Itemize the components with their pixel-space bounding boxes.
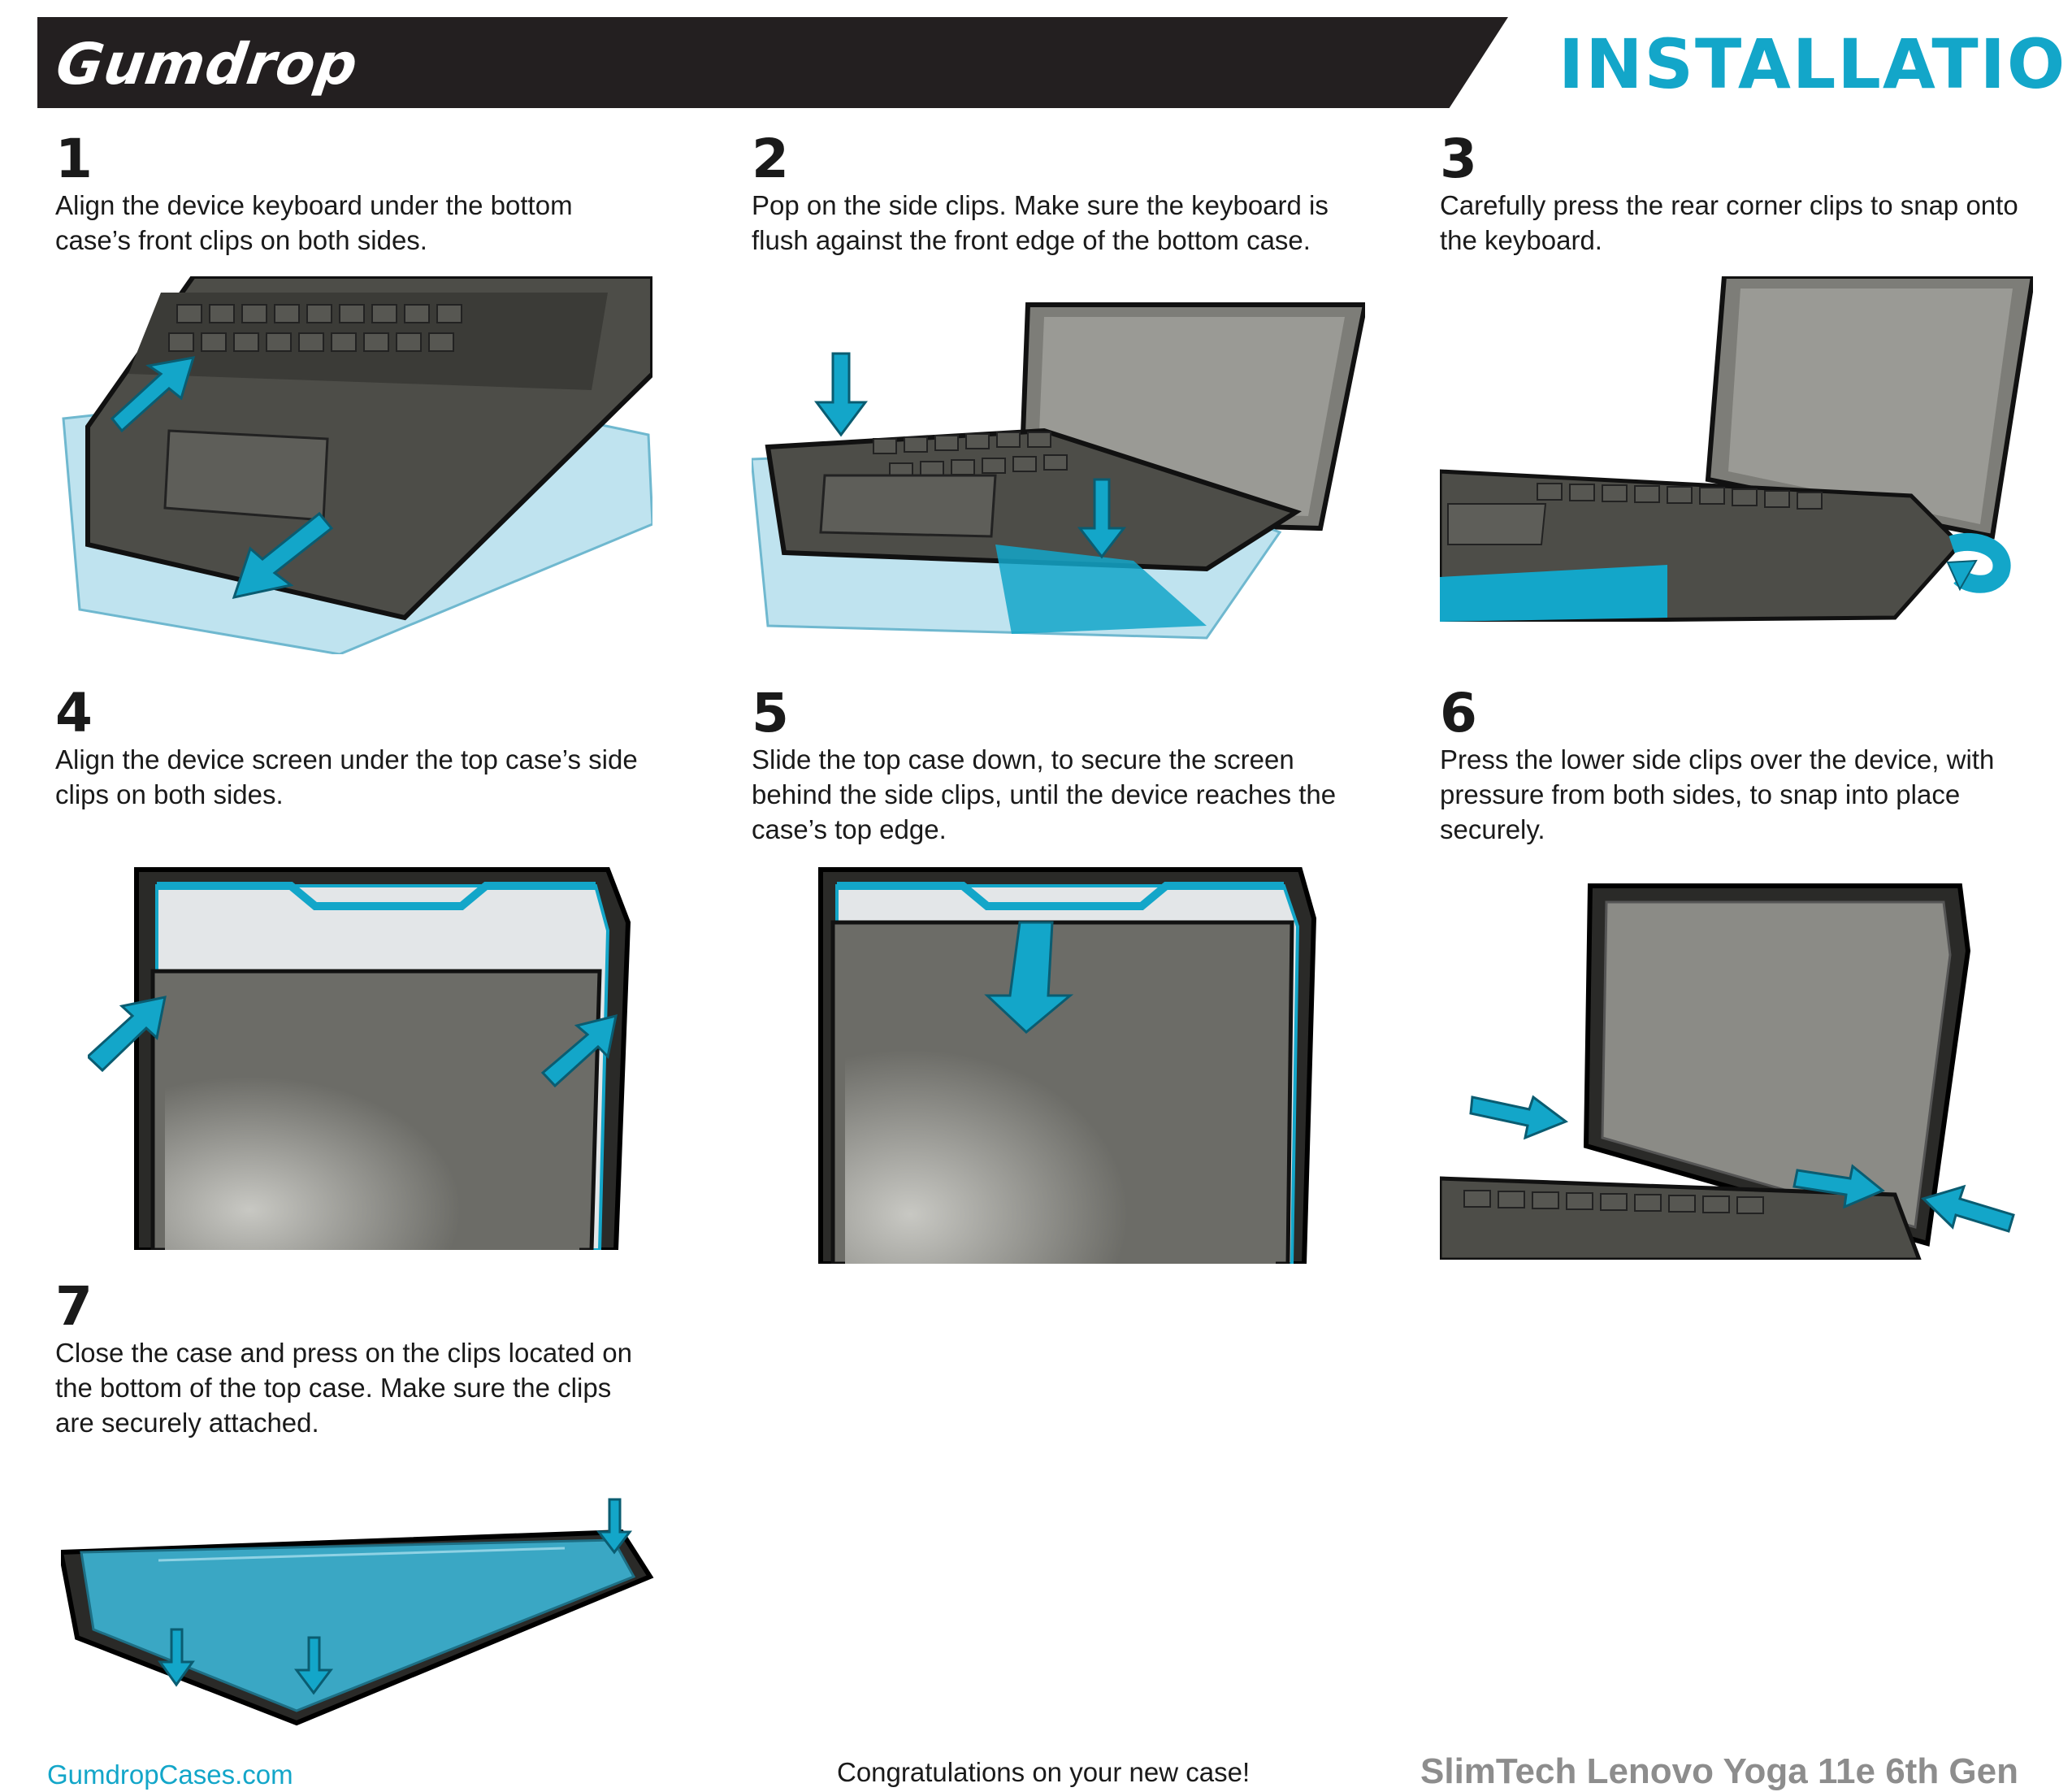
page-title: INSTALLATION [1558, 24, 2072, 104]
step-4-illustration [88, 857, 632, 1250]
step-2-illustration [752, 301, 1365, 642]
step-text: Press the lower side clips over the devi… [1440, 744, 1995, 844]
step-3-illustration [1440, 276, 2033, 622]
step-3: 3 Carefully press the rear corner clips … [1440, 132, 2041, 258]
step-text: Align the device screen under the top ca… [55, 744, 638, 809]
step-7-illustration [61, 1475, 654, 1735]
step-6-illustration [1440, 878, 2025, 1260]
header-banner [37, 17, 1508, 108]
step-number: 4 [55, 682, 93, 744]
step-text: Carefully press the rear corner clips to… [1440, 190, 2018, 255]
website-link[interactable]: GumdropCases.com [47, 1759, 293, 1790]
step-7: 7 Close the case and press on the clips … [55, 1280, 657, 1440]
step-text: Close the case and press on the clips lo… [55, 1338, 632, 1438]
product-model: SlimTech Lenovo Yoga 11e 6th Gen [1420, 1751, 2018, 1791]
step-number: 7 [55, 1275, 93, 1338]
step-5-illustration [817, 861, 1316, 1264]
step-6: 6 Press the lower side clips over the de… [1440, 687, 2041, 847]
step-number: 1 [55, 128, 93, 190]
step-text: Slide the top case down, to secure the s… [752, 744, 1337, 844]
step-2: 2 Pop on the side clips. Make sure the k… [752, 132, 1369, 258]
step-4: 4 Align the device screen under the top … [55, 687, 657, 812]
step-number: 5 [752, 682, 789, 744]
step-text: Pop on the side clips. Make sure the key… [752, 190, 1329, 255]
step-1: 1 Align the device keyboard under the bo… [55, 132, 640, 258]
step-number: 2 [752, 128, 789, 190]
step-5: 5 Slide the top case down, to secure the… [752, 687, 1369, 847]
congrats-message: Congratulations on your new case! [837, 1757, 1251, 1787]
step-number: 6 [1440, 682, 1477, 744]
brand-logo: Gumdrop [52, 31, 362, 98]
step-number: 3 [1440, 128, 1477, 190]
step-1-illustration [55, 276, 652, 654]
step-text: Align the device keyboard under the bott… [55, 190, 573, 255]
